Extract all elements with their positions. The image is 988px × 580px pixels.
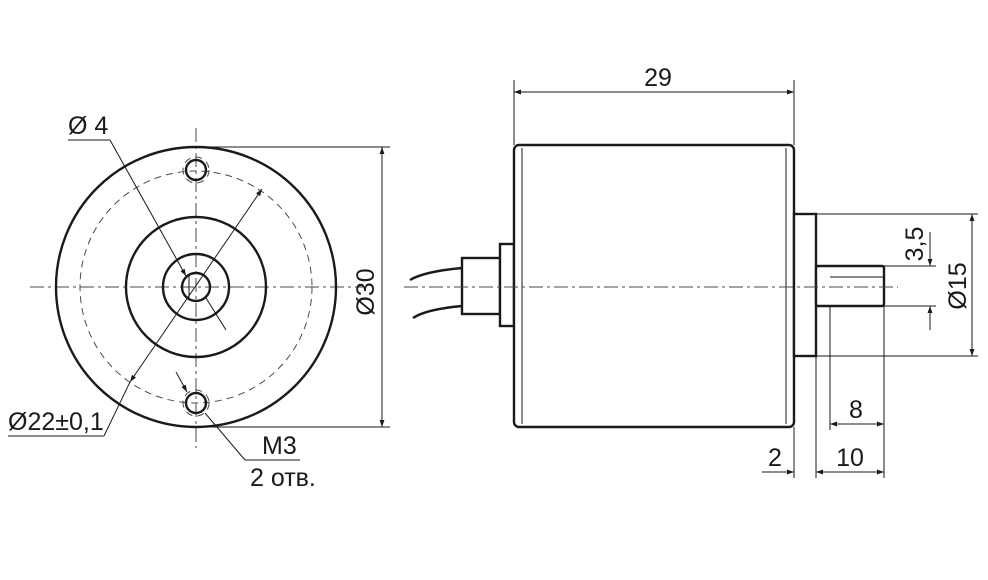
cable-outline-top [409, 266, 463, 282]
flange-thickness-label: 2 [768, 444, 782, 472]
flange-diameter-label: Ø15 [944, 262, 972, 309]
pitch-diameter-dimension [129, 188, 263, 383]
cable-gland [460, 256, 502, 316]
encoder-body [512, 143, 796, 429]
thread-leader-short [175, 371, 188, 393]
holes-count-label: 2 отв. [250, 464, 316, 492]
front-flange [792, 212, 818, 358]
hole-diameter-leader [109, 139, 187, 277]
shaft-flat-label: 3,5 [901, 227, 929, 262]
front-view: Ø 4 Ø22±0,1 M3 2 отв. Ø30 [8, 112, 390, 492]
mounting-hole-bottom-thread [182, 389, 210, 417]
thread-label: M3 [262, 432, 297, 460]
cable-outline-bottom [412, 304, 463, 320]
front-pitch-circle [79, 170, 313, 404]
shaft [814, 264, 886, 308]
pitch-diameter-label: Ø22±0,1 [8, 408, 104, 436]
hole-diameter-extension [205, 297, 227, 331]
shaft-length-label: 10 [836, 444, 864, 472]
mounting-hole-top-thread [182, 156, 210, 184]
side-view: 29 Ø15 3,5 8 10 2 [404, 64, 978, 478]
pitch-diameter-leader [103, 381, 131, 437]
thread-leader [204, 412, 246, 461]
cable-gland-flange [498, 242, 516, 328]
mounting-hole-bottom [184, 391, 208, 415]
shaft-flat-length-label: 8 [849, 396, 863, 424]
length-label: 29 [644, 64, 672, 92]
mounting-hole-top [184, 158, 208, 182]
body-diameter-label: Ø30 [352, 268, 380, 315]
hole-diameter-label: Ø 4 [68, 112, 108, 140]
